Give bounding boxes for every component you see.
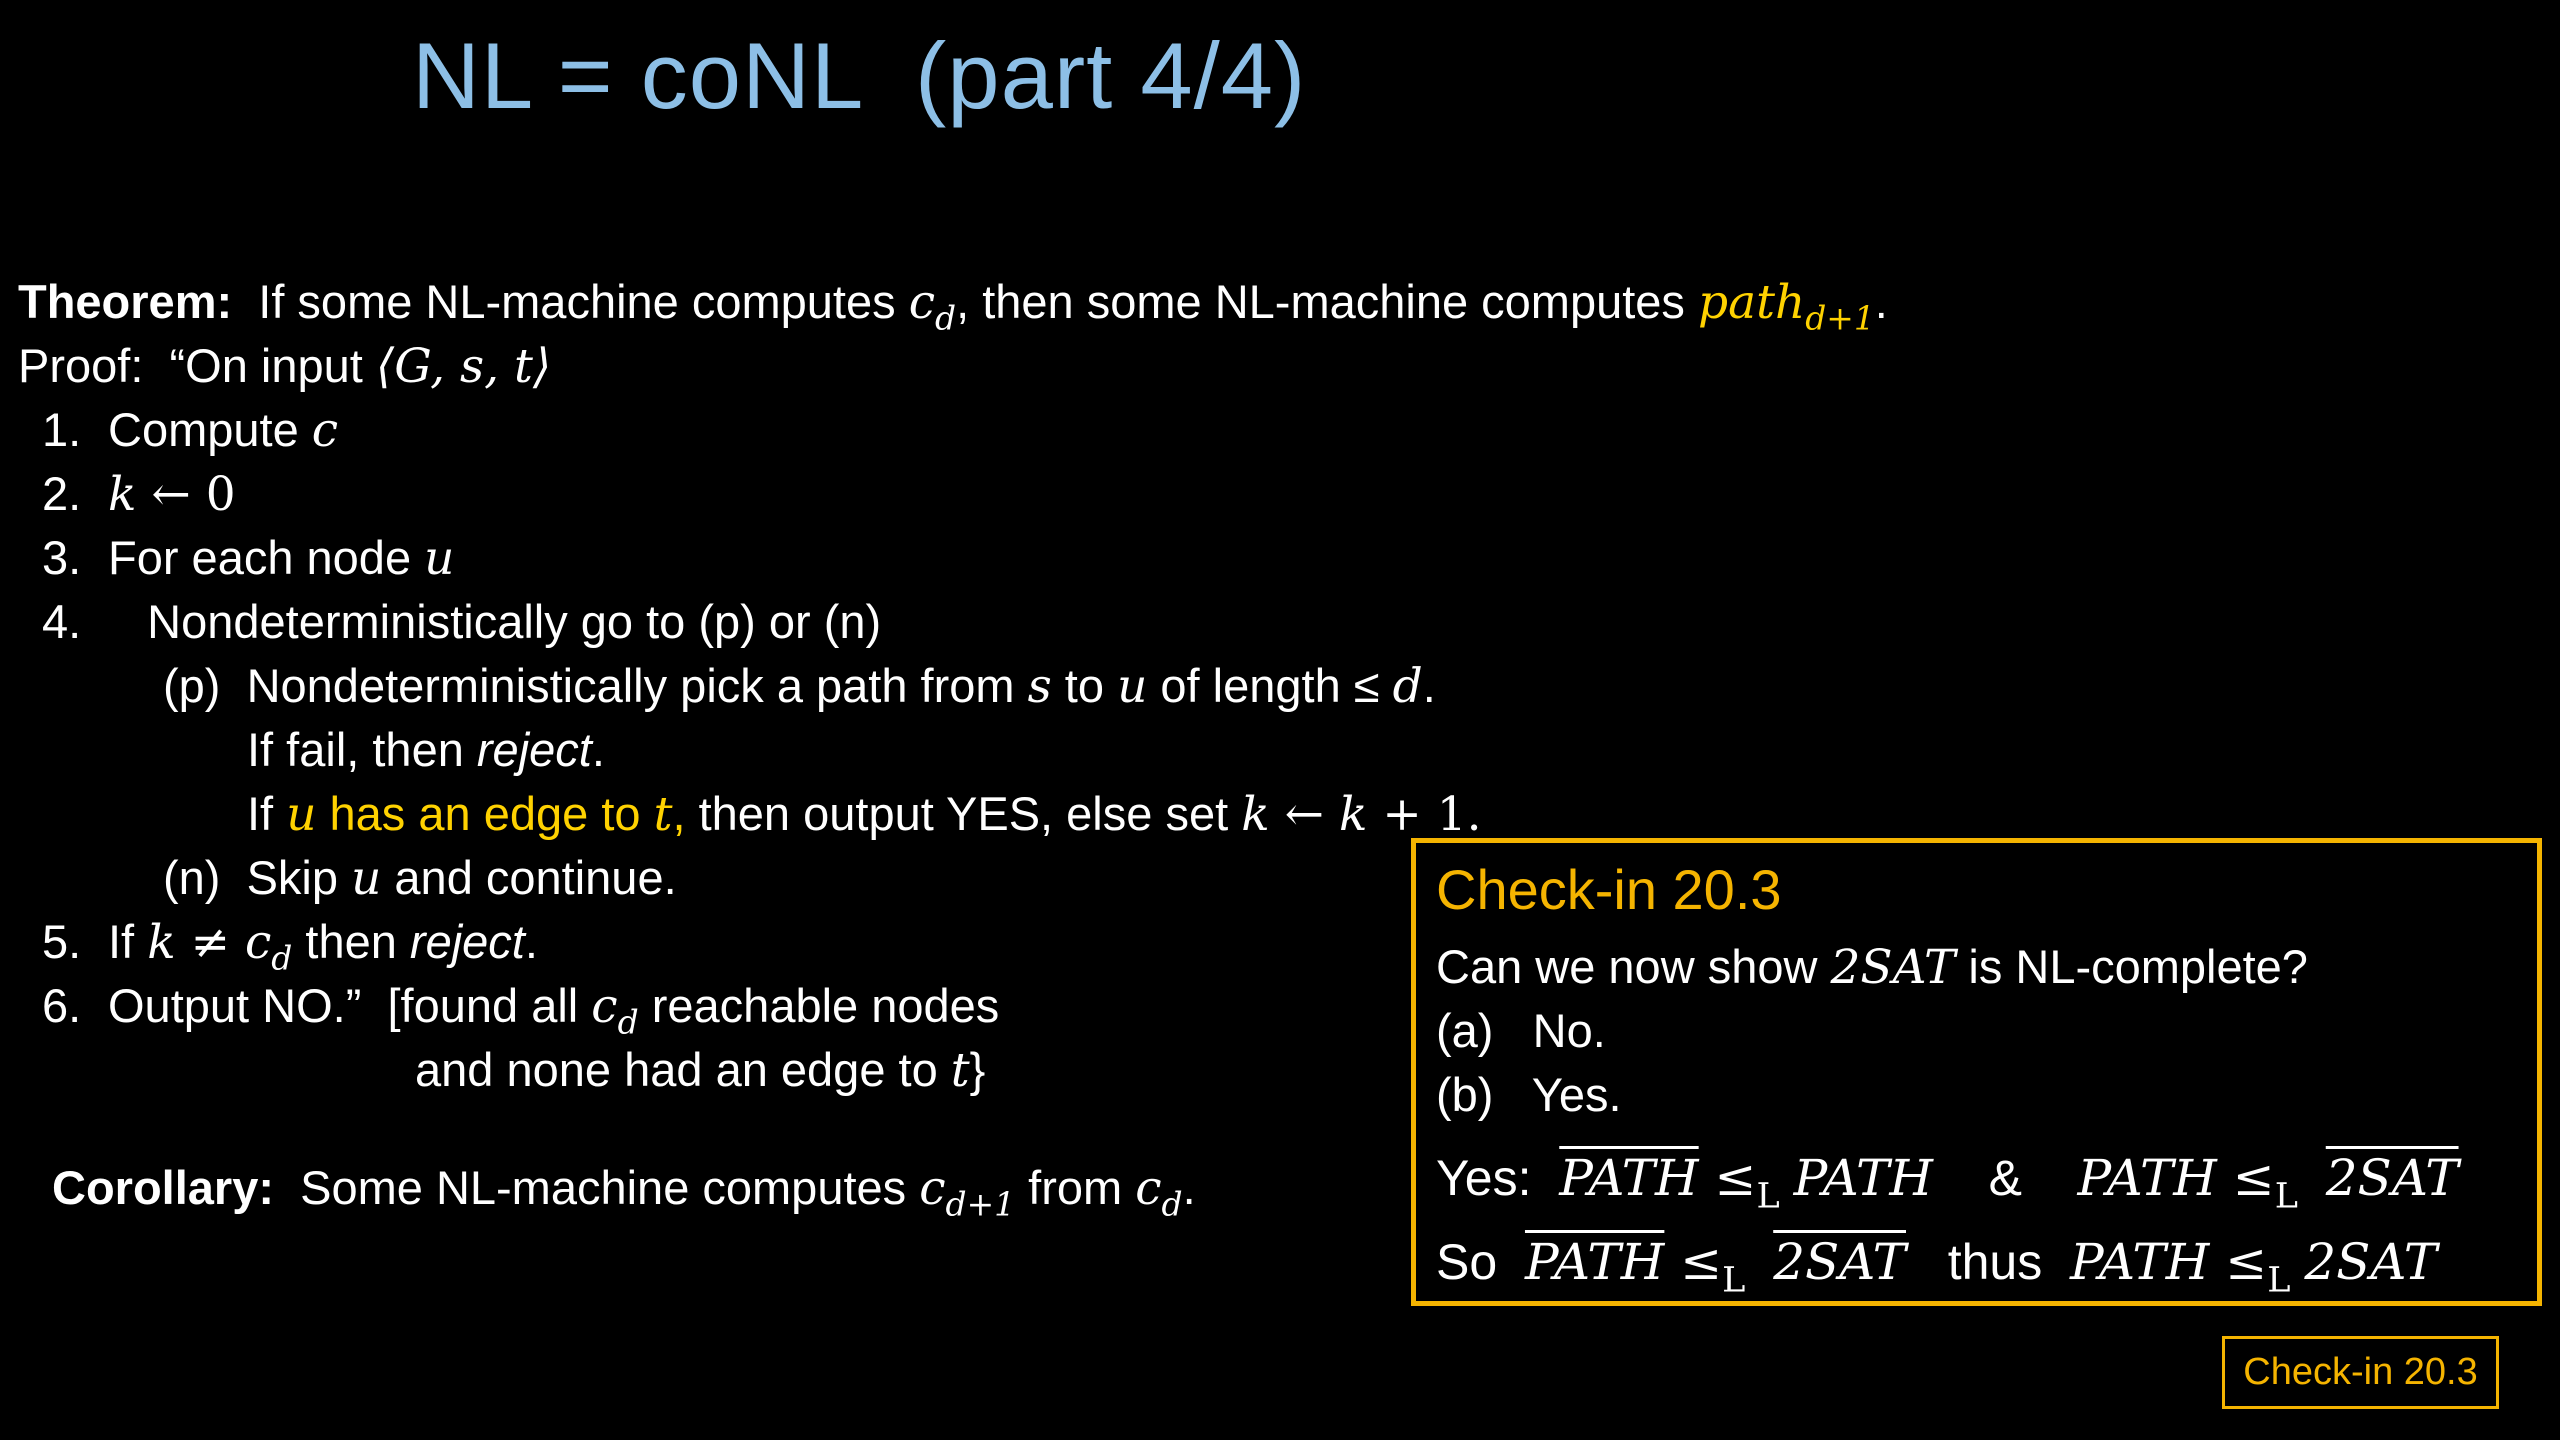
checkin-option-b[interactable]: (b) Yes.	[1436, 1068, 1622, 1121]
checkin-heading: Check-in 20.3	[1436, 858, 1782, 921]
step-3: 3.For each node u	[42, 531, 455, 586]
step-p-line-1: (p) Nondeterministically pick a path fro…	[163, 659, 1436, 714]
corollary-line: Corollary: Some NL-machine computes cd+1…	[52, 1161, 1196, 1224]
step-p-line-3: If u has an edge to t, then output YES, …	[247, 787, 1482, 842]
page-title: NL = coNL (part 4/4)	[412, 23, 1307, 128]
step-p-line-2: If fail, then reject.	[247, 723, 605, 776]
corollary-label: Corollary:	[52, 1161, 274, 1214]
checkin-badge-button[interactable]: Check-in 20.3	[2222, 1336, 2499, 1409]
checkin-yes-reasoning: Yes: PATH ≤L PATH & PATH ≤L 2SAT	[1436, 1149, 2459, 1217]
theorem-line: Theorem: If some NL-machine computes cd,…	[18, 275, 1888, 338]
theorem-label: Theorem:	[18, 275, 233, 328]
checkin-option-a[interactable]: (a) No.	[1436, 1004, 1606, 1057]
checkin-box: Check-in 20.3 Can we now show 2SAT is NL…	[1411, 838, 2542, 1306]
step-6-continued: and none had an edge to t}	[415, 1043, 986, 1098]
step-n: (n) Skip u and continue.	[163, 851, 677, 906]
proof-intro: Proof: “On input ⟨G, s, t⟩	[18, 339, 552, 394]
step-1: 1.Compute c	[42, 403, 339, 458]
step-4: 4. Nondeterministically go to (p) or (n)	[42, 595, 882, 648]
checkin-so-reasoning: So PATH ≤L 2SAT thus PATH ≤L 2SAT	[1436, 1233, 2438, 1301]
checkin-question: Can we now show 2SAT is NL-complete?	[1436, 940, 2308, 995]
step-6: 6.Output NO.” [found all cd reachable no…	[42, 979, 1000, 1042]
step-5: 5.If k ≠ cd then reject.	[42, 915, 538, 978]
step-2: 2.k ← 0	[42, 467, 236, 522]
